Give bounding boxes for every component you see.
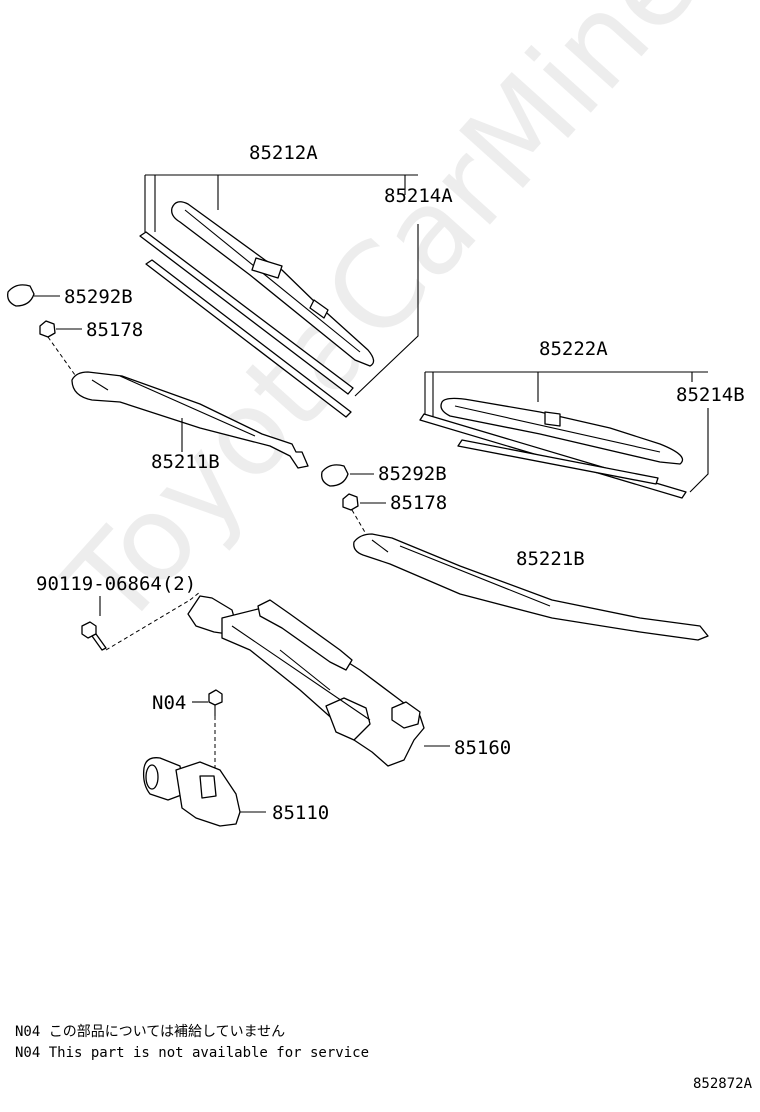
- label-85110: 85110: [272, 802, 329, 824]
- nut-right[interactable]: [342, 493, 386, 535]
- label-85211B: 85211B: [151, 451, 220, 473]
- label-85214B: 85214B: [676, 384, 745, 406]
- arm-head-cap-right[interactable]: [321, 464, 374, 487]
- left-wiper-blade-assembly[interactable]: [139, 174, 419, 418]
- label-85292B-right: 85292B: [378, 463, 447, 485]
- diagram-id: 852872A: [693, 1076, 753, 1092]
- label-85160: 85160: [454, 737, 511, 759]
- label-N04: N04: [152, 692, 186, 714]
- label-90119-06864: 90119-06864(2): [36, 573, 196, 595]
- label-85292B-left: 85292B: [64, 286, 133, 308]
- label-85214A: 85214A: [384, 185, 453, 207]
- nut-left[interactable]: [39, 320, 82, 376]
- right-wiper-arm[interactable]: [353, 533, 709, 641]
- wiper-motor[interactable]: [142, 757, 266, 827]
- left-wiper-arm[interactable]: [71, 371, 309, 469]
- label-85212A: 85212A: [249, 142, 318, 164]
- label-85178-right: 85178: [390, 492, 447, 514]
- note-english: N04 This part is not available for servi…: [15, 1045, 370, 1061]
- wiper-link-assembly[interactable]: [187, 595, 450, 767]
- label-85178-left: 85178: [86, 319, 143, 341]
- label-85221B: 85221B: [516, 548, 585, 570]
- mounting-bolt[interactable]: [81, 591, 201, 651]
- label-85222A: 85222A: [539, 338, 608, 360]
- note-japanese: N04 この部品については補給していません: [15, 1024, 286, 1040]
- arm-head-cap-left[interactable]: [7, 284, 60, 307]
- right-wiper-blade-assembly[interactable]: [419, 371, 709, 499]
